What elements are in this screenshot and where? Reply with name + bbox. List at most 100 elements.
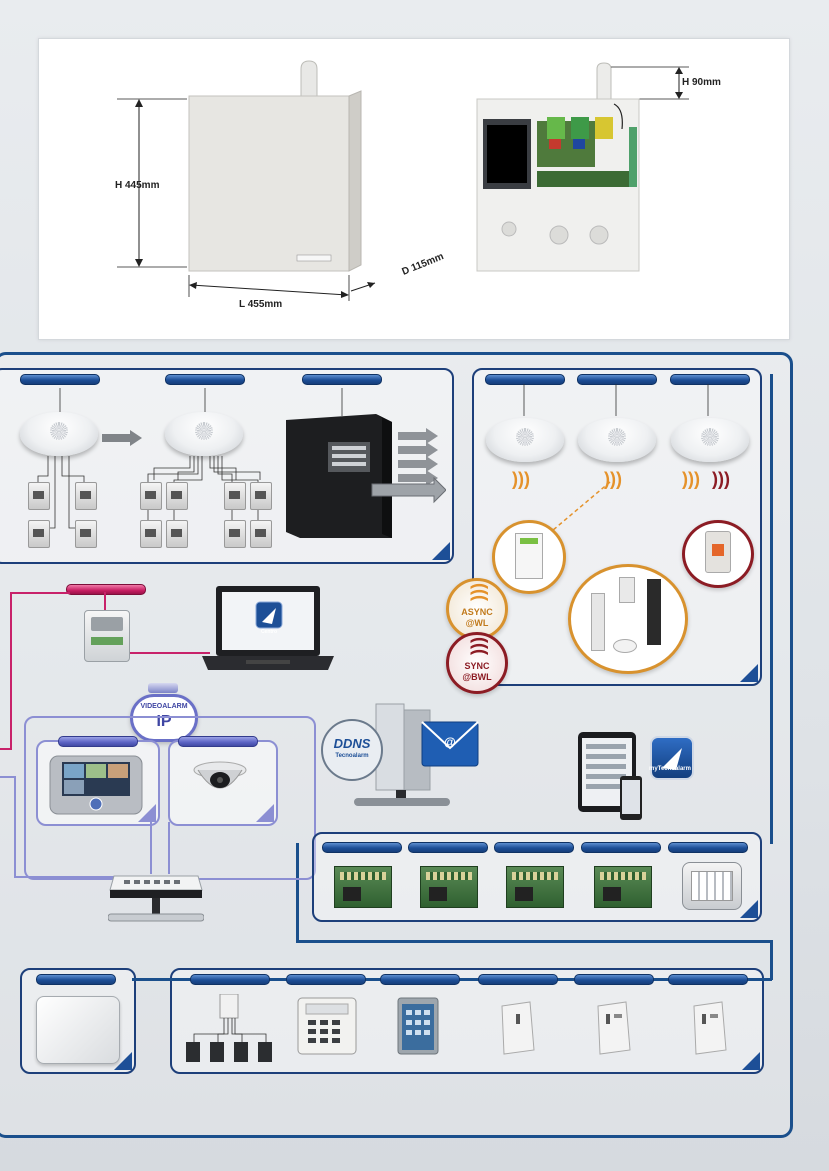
bus-label-pill [302, 374, 382, 385]
sync-label: SYNC [464, 661, 490, 671]
dimension-length-label: L 455mm [239, 299, 283, 310]
closed-enclosure-illustration [117, 60, 376, 301]
bus-hub-module [165, 412, 243, 456]
wireless-siren-device [682, 520, 754, 588]
wired-detector [28, 520, 50, 548]
wireless-receiver [671, 418, 749, 462]
card-reader-illustration [693, 1001, 727, 1055]
wired-detector [28, 482, 50, 510]
wired-detector [250, 482, 272, 510]
arrow-icon [102, 430, 142, 446]
bus-label-pill [322, 842, 402, 853]
expansion-board [594, 866, 652, 908]
expansion-board [506, 866, 564, 908]
main-bus-vertical-right [770, 374, 773, 844]
wireless-signal-icon: ))) [467, 583, 488, 601]
bus-label-pill [574, 974, 654, 985]
bus-label-pill [670, 374, 750, 385]
pink-link [104, 592, 106, 610]
sync-sub-label: @BWL [462, 672, 492, 682]
expansion-bus-vertical [296, 843, 299, 943]
main-bus-link-lower [770, 940, 773, 980]
open-enclosure-illustration [476, 62, 689, 272]
ddns-server-email-illustration: @ [321, 703, 479, 806]
led-display-module [682, 862, 742, 910]
videoalarm-label: VIDEOALARM [140, 703, 188, 710]
wireless-signal-icon: ))) [512, 469, 530, 489]
svg-text:@: @ [444, 735, 456, 749]
ddns-label: DDNS [333, 736, 371, 751]
tablet-phone-illustration [578, 732, 642, 820]
expansion-board [334, 866, 392, 908]
bus-label-pill [66, 584, 146, 595]
mytecnoalarm-app-icon [650, 736, 694, 780]
dimension-aerial-height-label: H 90mm [682, 77, 721, 88]
bus-label-pill [286, 974, 366, 985]
bus-label-pill [165, 374, 245, 385]
bus-label-pill [581, 842, 661, 853]
receiver-drop-lines [523, 384, 709, 416]
sync-bwl-badge: ))) SYNC @BWL [446, 632, 508, 694]
wireless-receiver [486, 418, 564, 462]
bus-label-pill [58, 736, 138, 747]
network-switch-illustration [108, 875, 204, 922]
bus-label-pill [36, 974, 116, 985]
video-link [150, 822, 152, 874]
group-corner-marker [256, 804, 274, 822]
bus-label-pill [380, 974, 460, 985]
bus-label-pill [190, 974, 270, 985]
card-reader-illustration [501, 1001, 535, 1055]
ddns-sub-label: Tecnoalarm [335, 753, 369, 759]
bus-hub-module [20, 412, 98, 456]
group-corner-marker [432, 542, 450, 560]
mytecnoalarm-logo-icon [662, 748, 682, 770]
bus-label-pill [408, 842, 488, 853]
wired-detector [75, 520, 97, 548]
bus-label-pill [668, 974, 748, 985]
laptop-illustration [202, 586, 334, 670]
bidirectional-signal-icon: ))) [712, 469, 730, 489]
group-corner-marker [742, 1052, 760, 1070]
card-reader-illustration [597, 1001, 631, 1055]
expansion-bus-bottom [296, 940, 770, 943]
wired-detector [224, 482, 246, 510]
control-panel-black [286, 414, 446, 538]
ip-camera-illustration [193, 761, 247, 789]
async-label: ASYNC [461, 607, 493, 617]
auxiliary-power-box [36, 996, 120, 1064]
async-wl-badge: ))) ASYNC @WL [446, 578, 508, 640]
wired-detector [224, 520, 246, 548]
wired-detector [166, 520, 188, 548]
group-corner-marker [138, 804, 156, 822]
pink-link [120, 652, 210, 654]
expansion-board [420, 866, 478, 908]
wired-detector [166, 482, 188, 510]
group-corner-marker [740, 900, 758, 918]
wireless-receiver [578, 418, 656, 462]
video-link [14, 876, 122, 878]
wired-detector [140, 482, 162, 510]
bidirectional-signal-icon: ))) [467, 637, 488, 655]
bus-label-pill [178, 736, 258, 747]
keypad-illustration [297, 997, 357, 1055]
wired-detector [75, 482, 97, 510]
wired-detector [250, 520, 272, 548]
video-link [0, 776, 16, 778]
centro-app-label: Centro [260, 629, 278, 635]
wired-detector [140, 520, 162, 548]
async-sub-label: @WL [465, 618, 489, 628]
bus-label-pill [494, 842, 574, 853]
pink-link [10, 592, 70, 594]
bus-label-pill [20, 374, 100, 385]
wireless-signal-icon: ))) [682, 469, 700, 489]
group-corner-marker [740, 664, 758, 682]
communicator-module [84, 610, 130, 662]
pink-link [10, 592, 12, 750]
proximity-keypad-illustration [397, 997, 439, 1055]
bus-label-pill [577, 374, 657, 385]
video-monitor-illustration [49, 755, 143, 815]
video-link [14, 776, 16, 878]
bus-label-pill [668, 842, 748, 853]
pink-link [0, 748, 12, 750]
bus-label-pill [478, 974, 558, 985]
